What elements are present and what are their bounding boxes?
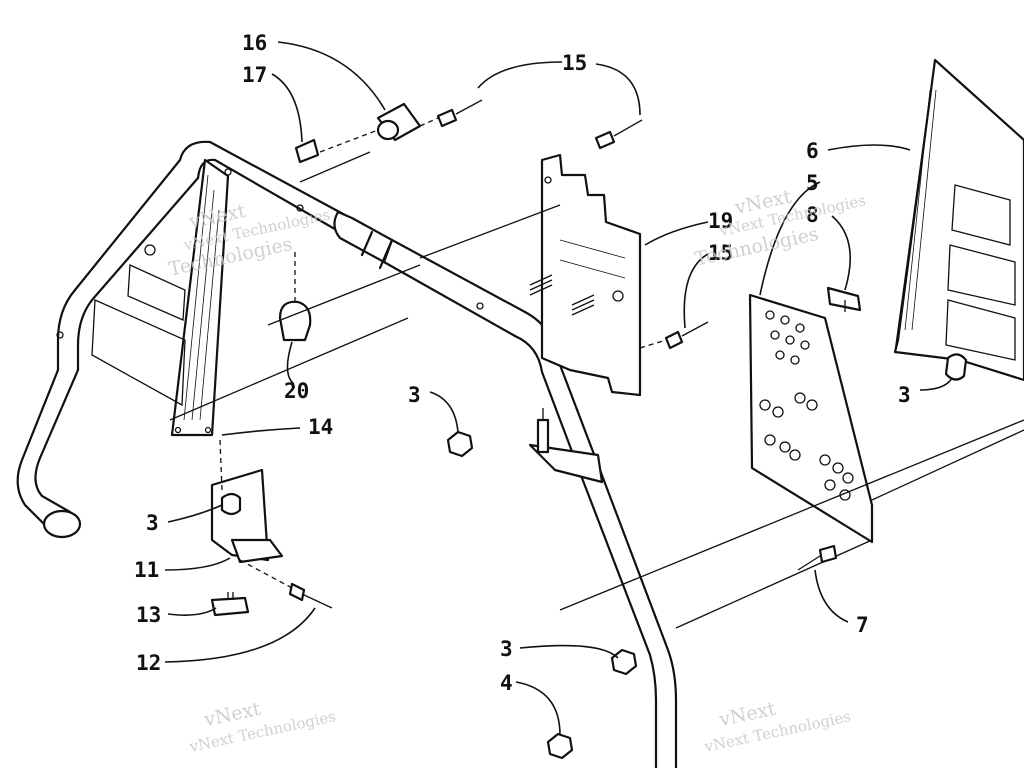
center-mounting-plate — [529, 153, 709, 397]
callout-16: 16 — [242, 31, 267, 55]
callout-17: 17 — [242, 63, 267, 87]
callout-3-center: 3 — [408, 383, 421, 407]
callout-5: 5 — [806, 171, 819, 195]
callout-4: 4 — [500, 671, 513, 695]
frame-mount-bracket — [528, 408, 604, 484]
leader-lines — [164, 41, 953, 736]
gusset-plate-left — [91, 158, 230, 437]
callout-14: 14 — [308, 415, 333, 439]
callout-6: 6 — [806, 139, 819, 163]
callout-12: 12 — [136, 651, 161, 675]
upper-small-parts — [278, 99, 643, 342]
callout-labels: 16 17 15 6 5 8 19 15 20 14 3 3 3 11 13 1… — [134, 31, 911, 695]
callout-7: 7 — [856, 613, 869, 637]
callout-3-left: 3 — [146, 511, 159, 535]
callout-11: 11 — [134, 558, 159, 582]
callout-13: 13 — [136, 603, 161, 627]
right-side-plate — [893, 58, 1024, 382]
callout-15-mid: 15 — [708, 241, 733, 265]
callout-20: 20 — [284, 379, 309, 403]
perforated-panel — [748, 286, 874, 544]
callout-15-top: 15 — [562, 51, 587, 75]
callout-3-bottom: 3 — [500, 637, 513, 661]
construction-lines — [169, 204, 1024, 629]
hex-nuts — [446, 430, 638, 760]
callout-3-right: 3 — [898, 383, 911, 407]
callout-8: 8 — [806, 203, 819, 227]
lower-bracket-assembly — [210, 439, 333, 617]
pin-7 — [797, 544, 838, 571]
callout-19: 19 — [708, 209, 733, 233]
tubular-frame — [16, 140, 678, 768]
